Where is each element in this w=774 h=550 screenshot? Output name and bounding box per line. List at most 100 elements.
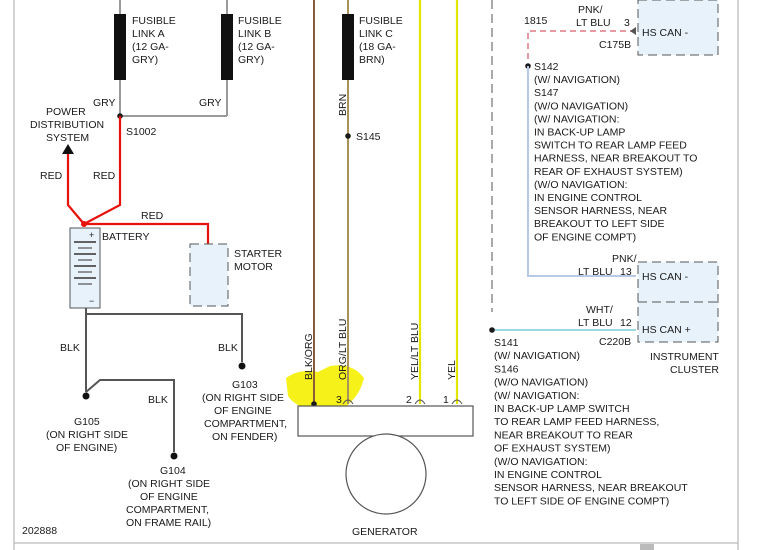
s141-block-line: SENSOR HARNESS, NEAR BREAKOUT <box>494 482 688 494</box>
pds-label-2: DISTRIBUTION <box>30 119 104 131</box>
wire-label-wht-1: WHT/ <box>586 304 613 316</box>
wire-red-pds <box>66 154 85 225</box>
g105-line3: OF ENGINE) <box>56 442 117 454</box>
wire-label-pnk-mid-1: PNK/ <box>612 253 637 265</box>
starter-label-2: MOTOR <box>234 261 273 273</box>
g104-line3: OF ENGINE <box>140 491 198 503</box>
splice-s141-dot <box>489 327 495 333</box>
pin-12: 12 <box>620 317 632 329</box>
s142-block-line: REAR OF EXHAUST SYSTEM) <box>534 166 683 178</box>
fusible-link-a-line4: GRY) <box>132 54 158 66</box>
s141-block-line: IN BACK-UP LAMP SWITCH <box>494 403 630 415</box>
s142-block-line: HARNESS, NEAR BREAKOUT TO <box>534 153 697 165</box>
wire-label-wht-2: LT BLU <box>578 317 613 329</box>
battery: + − <box>69 227 101 309</box>
wire-label-pnk-top-2: LT BLU <box>576 17 611 29</box>
wire-label-yel: YEL <box>446 360 458 380</box>
fusible-link-a-line1: FUSIBLE <box>132 15 176 27</box>
pin-3-top: 3 <box>624 17 630 29</box>
hs-can-top-box <box>637 0 719 56</box>
wire-blk-battery <box>85 308 243 362</box>
s142-block-line: SWITCH TO REAR LAMP FEED <box>534 140 687 152</box>
fusible-link-b-line1: FUSIBLE <box>238 15 282 27</box>
s141-block-line: TO REAR LAMP FEED HARNESS, <box>494 416 659 428</box>
wire-blk-g104 <box>85 379 175 452</box>
fusible-link-b-line2: LINK B <box>238 28 271 40</box>
s141-block-line: (W/O NAVIGATION) <box>494 377 588 389</box>
wire-label-yel-lt-blu: YEL/LT BLU <box>409 323 421 380</box>
g104-line4: COMPARTMENT, <box>126 504 209 516</box>
fusible-link-c-line1: FUSIBLE <box>359 15 403 27</box>
generator <box>297 399 474 515</box>
gen-pin-2: 2 <box>406 394 412 406</box>
wire-pink-dashed <box>527 30 636 62</box>
fusible-link-c-line3: (18 GA- <box>359 41 396 53</box>
frame-bottom-mark <box>640 544 654 550</box>
wire-label-org-lt-blu: ORG/LT BLU <box>337 319 349 380</box>
pds-label-3: SYSTEM <box>46 132 89 144</box>
s142-block-line: IN ENGINE CONTROL <box>534 192 642 204</box>
ground-g104-icon <box>170 452 178 460</box>
connector-c175b: C175B <box>599 39 631 51</box>
s142-block-line: (W/O NAVIGATION) <box>534 100 628 112</box>
svg-text:−: − <box>89 296 94 306</box>
hs-can-plus-label: HS CAN + <box>642 324 691 336</box>
cluster-label-1: INSTRUMENT <box>650 351 719 363</box>
g103-line3: OF ENGINE <box>214 405 272 417</box>
fusible-link-c-line4: BRN) <box>359 54 385 66</box>
s141-block-line: S146 <box>494 363 519 375</box>
g103-line5: ON FENDER) <box>212 431 277 443</box>
s142-block-line: SENSOR HARNESS, NEAR <box>534 205 667 217</box>
g103-line4: COMPARTMENT, <box>204 418 287 430</box>
wire-label-pnk-top-1: PNK/ <box>578 4 603 16</box>
fusible-link-a-line2: LINK A <box>132 28 165 40</box>
s142-block-line: IN BACK-UP LAMP <box>534 127 625 139</box>
note-s141: S141(W/ NAVIGATION)S146(W/O NAVIGATION)(… <box>494 337 688 507</box>
splice-s145-label: S145 <box>356 131 381 143</box>
fusible-link-a-line3: (12 GA- <box>132 41 169 53</box>
pds-label-1: POWER <box>46 106 86 118</box>
s141-block-line: NEAR BREAKOUT TO REAR <box>494 429 633 441</box>
s142-block-line: (W/ NAVIGATION: <box>534 113 619 125</box>
ground-g105-icon <box>82 392 90 400</box>
s142-block-line: S147 <box>534 87 559 99</box>
cluster-label-2: CLUSTER <box>670 364 719 376</box>
hs-can-minus-top-label: HS CAN - <box>642 27 689 39</box>
g104-line1: G104 <box>160 465 186 477</box>
wire-label-pnk-mid-2: LT BLU <box>578 266 613 278</box>
wire-pnk-lt-blu <box>527 66 636 277</box>
circuit-1815: 1815 <box>524 15 548 27</box>
hs-can-minus-label: HS CAN - <box>642 271 689 283</box>
splice-s1002-label: S1002 <box>126 126 157 138</box>
splice-s145-dot <box>345 133 351 139</box>
s141-block-line: (W/ NAVIGATION: <box>494 390 579 402</box>
s142-block-line: BREAKOUT TO LEFT SIDE <box>534 218 665 230</box>
generator-label: GENERATOR <box>352 526 418 538</box>
wire-label-red-pds: RED <box>40 170 63 182</box>
red-junction-dot <box>81 221 87 227</box>
s141-block-line: TO LEFT SIDE OF ENGINE COMPT) <box>494 495 669 507</box>
connector-c220b: C220B <box>599 336 631 348</box>
g105-line2: (ON RIGHT SIDE <box>46 429 128 441</box>
ground-g103-icon <box>238 362 246 370</box>
note-s142: S142(W/ NAVIGATION)S147(W/O NAVIGATION)(… <box>534 61 697 243</box>
fusible-link-b: FUSIBLE LINK B (12 GA- GRY) <box>221 0 282 116</box>
svg-text:+: + <box>89 230 94 240</box>
wire-label-blk-g103: BLK <box>218 342 238 354</box>
gen-pin-1: 1 <box>443 394 449 406</box>
s141-block-line: S141 <box>494 337 519 349</box>
wire-label-red-batt: RED <box>93 170 116 182</box>
s141-block-line: OF EXHAUST SYSTEM) <box>494 443 611 455</box>
pin-13: 13 <box>620 266 632 278</box>
s141-block-line: (W/ NAVIGATION) <box>494 350 580 362</box>
g104-line5: ON FRAME RAIL) <box>126 517 211 529</box>
figure-id: 202888 <box>22 525 57 537</box>
highlight-marker <box>286 365 364 410</box>
wire-label-gry-a: GRY <box>93 97 116 109</box>
s141-block-line: (W/O NAVIGATION: <box>494 456 588 468</box>
gen-pin-3: 3 <box>336 394 342 406</box>
fusible-link-c-line2: LINK C <box>359 28 393 40</box>
wire-label-brn: BRN <box>337 94 349 116</box>
starter-label-1: STARTER <box>234 248 282 260</box>
